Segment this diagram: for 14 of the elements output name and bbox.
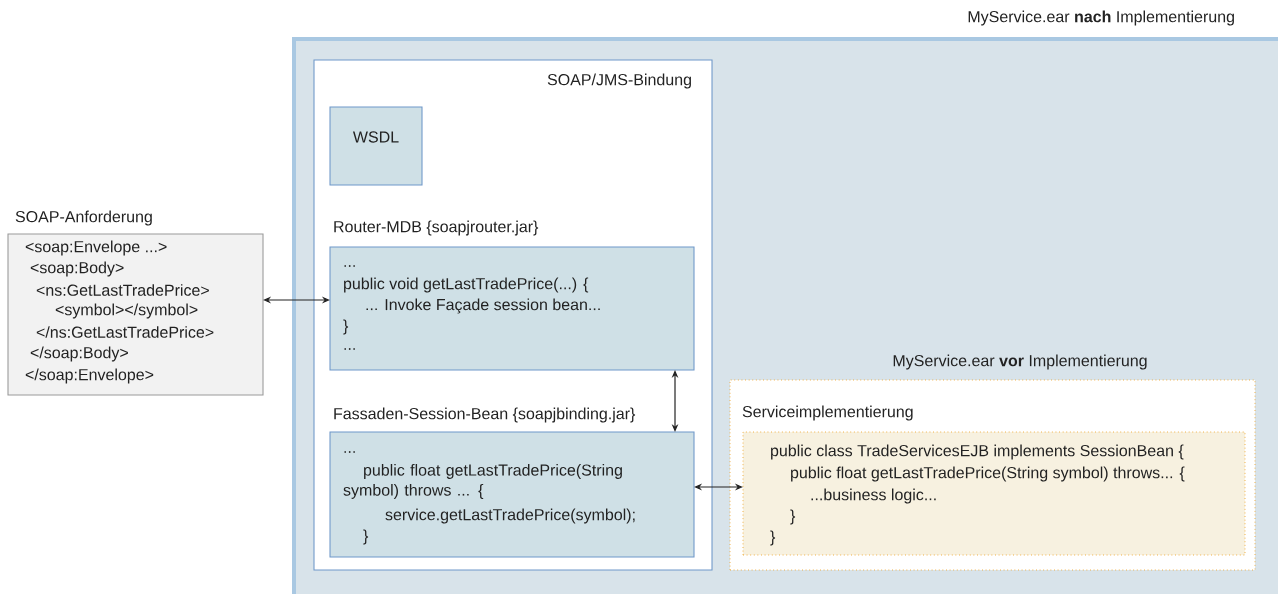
node-label: Fassaden-Session-Bean {soapjbinding.jar} (334, 407, 636, 423)
node-label: Router-MDB {soapjrouter.jar} (334, 220, 539, 236)
arrow (263, 296, 330, 304)
arrow (694, 483, 743, 491)
node-label: MyService.ear vor Implementierung (893, 354, 1147, 370)
code-box: Router-MDB {soapjrouter.jar} ... public void getLastTradePrice(...) { ... Invoke Façade session bean... } ... (329, 220, 695, 371)
request-box: SOAP-Anforderung <soap:Envelope ...> <soap:Body> <ns:GetLastTradePrice> <symbol></symbol> </ns:GetLastTradePrice> </soap:Body> </soap:Envelope> (7, 210, 264, 396)
node-label: MyService.ear nach Implementierung (968, 10, 1234, 26)
node-label: SOAP-Anforderung (15, 210, 152, 226)
code-box: Serviceimplementierung public class TradeServicesEJB implements SessionBean { public float getLastTradePrice(String symbol) throws... { ...business logic... } } (742, 405, 1246, 556)
wsdl-box: WSDL (329, 106, 423, 186)
code-box: Fassaden-Session-Bean {soapjbinding.jar} ... public float getLastTradePrice(String symbol) throws ... { service.getLastTradePrice(symbol); } (329, 407, 695, 558)
arrow (671, 370, 679, 432)
node-label: Serviceimplementierung (742, 405, 913, 421)
